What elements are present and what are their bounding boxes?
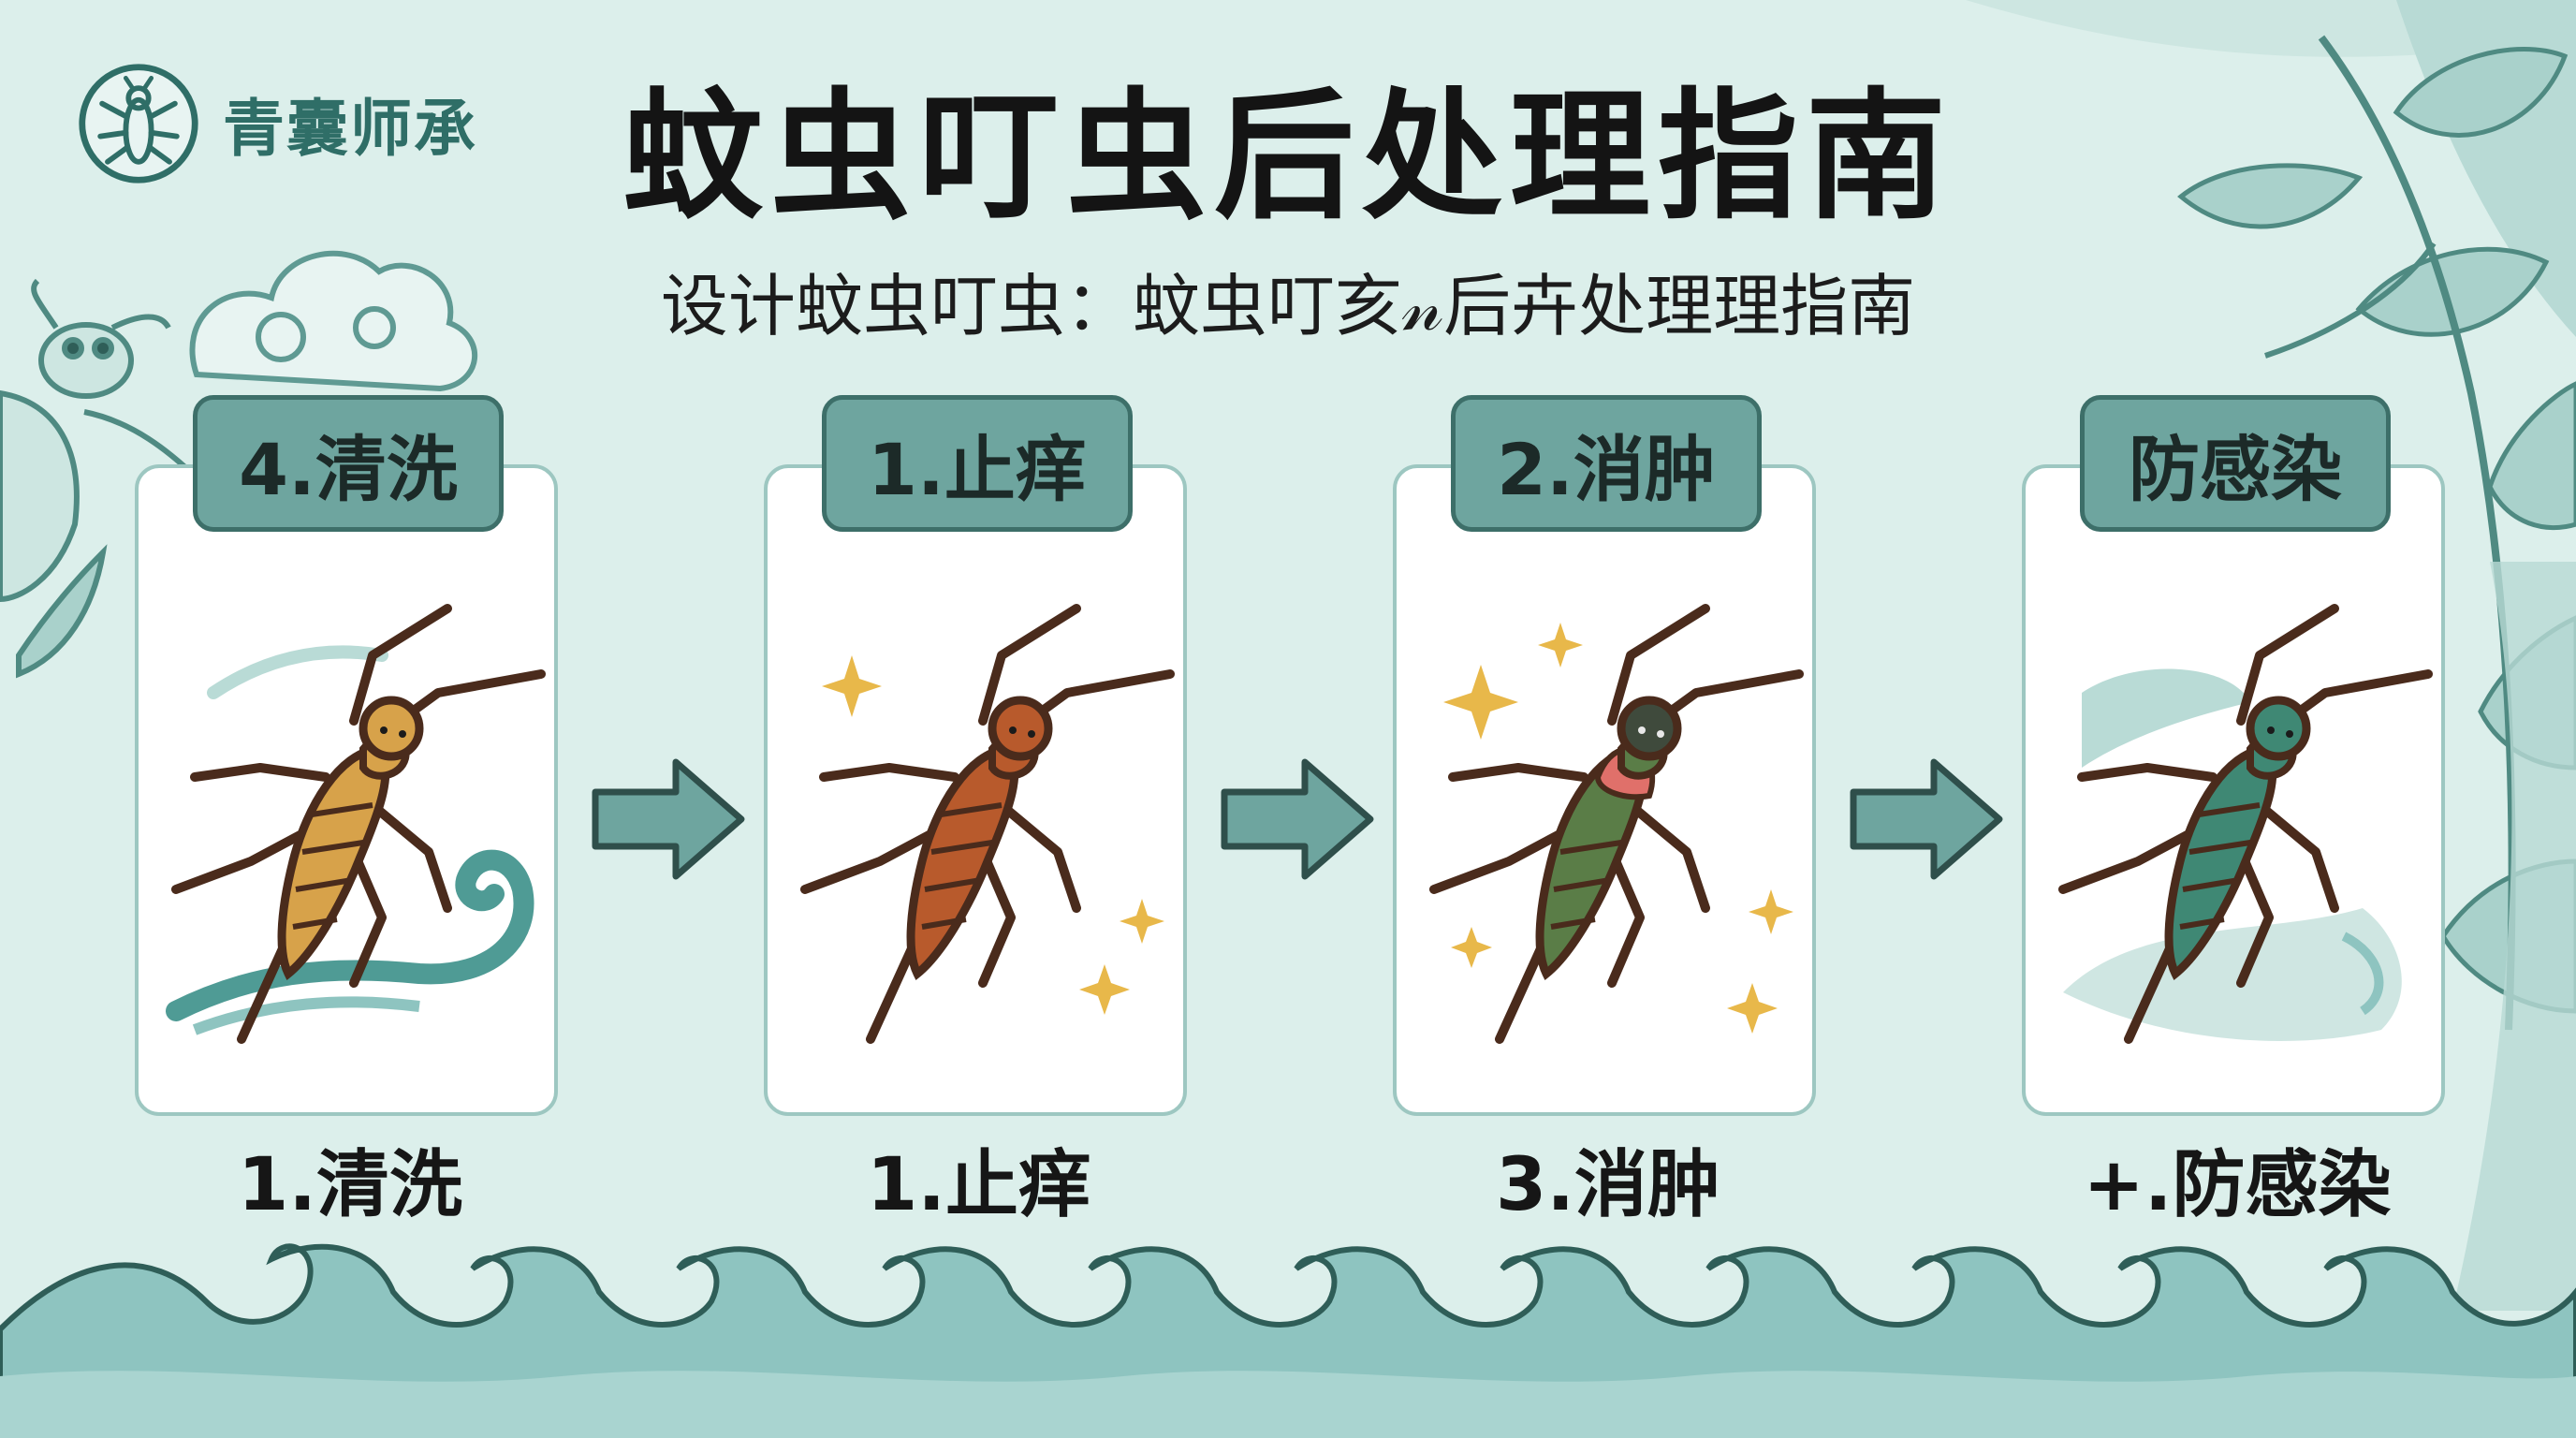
- sparkle-icon: [822, 655, 1164, 1015]
- step-caption-3: 3.消肿: [1496, 1143, 1720, 1227]
- insect: [1429, 604, 1804, 1044]
- insect-washing-icon: [166, 604, 546, 1044]
- insect: [171, 604, 546, 1044]
- arrow-right-icon: [592, 758, 745, 880]
- insect-infection-prevention-icon: [2058, 604, 2433, 1044]
- insect: [2058, 604, 2433, 1044]
- arrow-right-icon: [1850, 758, 2003, 880]
- page-title: 蚊虫叮虫后处理指南: [622, 76, 1954, 239]
- sparkle-icon: [1443, 623, 1793, 1034]
- step-tab-4: 防感染: [2080, 395, 2391, 532]
- step-caption-4: +.防感染: [2083, 1143, 2392, 1227]
- waves-decoration: [0, 1243, 2576, 1438]
- step-tab-1: 4.清洗: [193, 395, 504, 532]
- step-caption-1: 1.清洗: [238, 1143, 462, 1227]
- page-subtitle: 设计蚊虫叮虫：蚊虫叮亥𝓃后卉处理理指南: [660, 267, 1916, 345]
- insect: [800, 604, 1175, 1044]
- insect-swelling-icon: [1429, 604, 1804, 1044]
- step-tab-3: 2.消肿: [1451, 395, 1762, 532]
- insect-itch-relief-icon: [800, 604, 1175, 1044]
- step-card-2: [764, 464, 1187, 1116]
- step-caption-2: 1.止痒: [867, 1143, 1091, 1227]
- mosquito-emblem-icon: [79, 64, 198, 183]
- arrow-right-icon: [1221, 758, 1374, 880]
- step-card-1: [135, 464, 558, 1116]
- mosquito-decoration: [0, 278, 209, 679]
- step-card-3: [1393, 464, 1816, 1116]
- brand-name: 青囊师承: [223, 93, 477, 165]
- step-tab-2: 1.止痒: [822, 395, 1133, 532]
- brand: 青囊师承: [75, 58, 477, 189]
- cloud-decoration: [189, 250, 477, 392]
- step-card-4: [2022, 464, 2445, 1116]
